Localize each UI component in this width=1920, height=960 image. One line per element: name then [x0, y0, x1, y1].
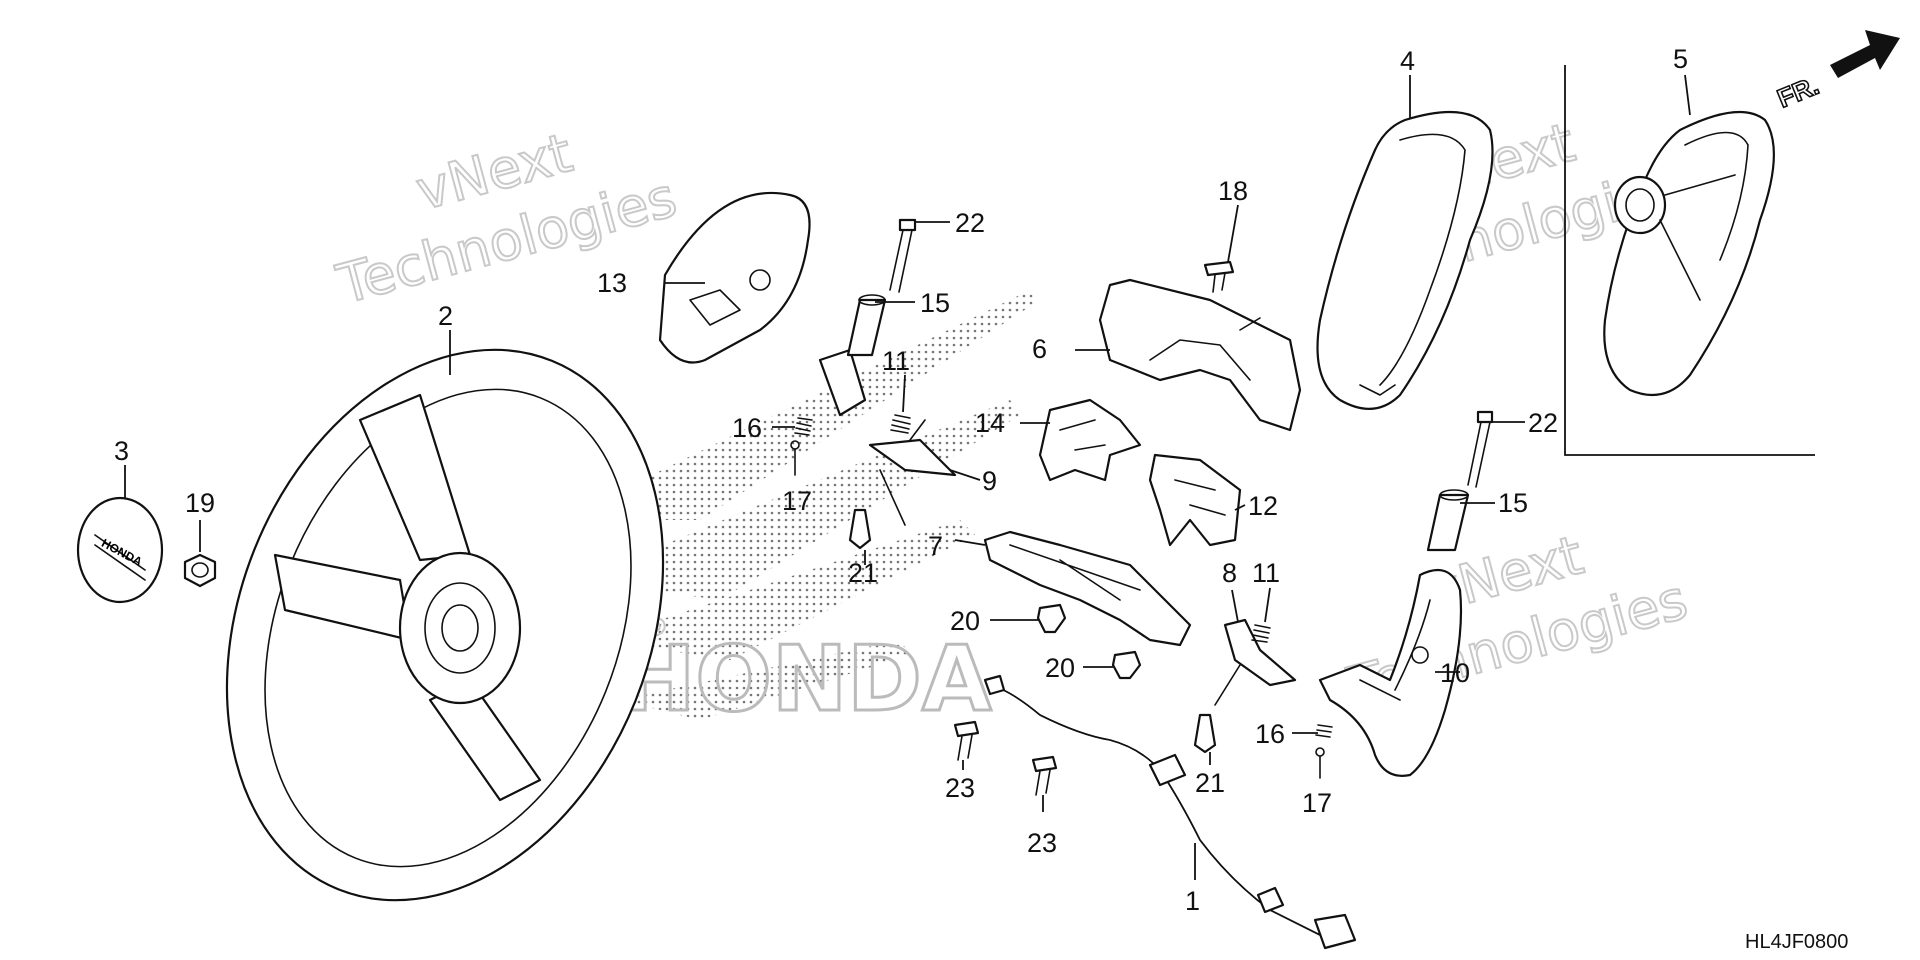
callout-21-right: 21: [1195, 768, 1225, 798]
callout-3: 3: [114, 436, 129, 466]
bolt-23-left-part: [953, 720, 980, 761]
callout-2: 2: [438, 301, 453, 331]
callout-23-left: 23: [945, 773, 975, 803]
lower-bracket-7-part: [983, 530, 1192, 647]
diagram-code: HL4JF0800: [1745, 931, 1848, 953]
wire-harness-part: [983, 674, 1357, 950]
bracket-14-part: [1038, 398, 1142, 482]
column-cover-part: [1098, 278, 1302, 432]
callout-15-left: 15: [920, 288, 950, 318]
callout-22-right: 22: [1528, 408, 1558, 438]
callout-18: 18: [1218, 176, 1248, 206]
callout-4: 4: [1400, 46, 1415, 76]
leader-lines: [124, 74, 1691, 880]
front-direction-label: FR.: [1773, 70, 1823, 114]
pad-cover-4-part: [1316, 110, 1494, 410]
left-switch-cover-part: [658, 191, 867, 417]
callout-19: 19: [185, 488, 215, 518]
callout-11-left: 11: [882, 346, 910, 376]
right-switch-cover-part: [1318, 568, 1463, 777]
callout-11-right: 11: [1252, 558, 1280, 588]
callout-13: 13: [597, 268, 627, 298]
callout-6: 6: [1032, 334, 1047, 364]
clip-21-right-part: [1193, 713, 1217, 754]
screw-18-part: [1203, 260, 1235, 293]
clip-20-right-part: [1111, 650, 1142, 680]
callout-5: 5: [1673, 44, 1688, 74]
spring-16-right-part: [1315, 724, 1333, 738]
callout-9: 9: [982, 466, 997, 496]
callout-10: 10: [1440, 658, 1470, 688]
callout-20-left: 20: [950, 606, 980, 636]
collar-15-right-part: [1426, 489, 1470, 552]
inset-frame: [1564, 65, 1815, 456]
bracket-12-part: [1148, 453, 1242, 547]
emblem-cap-part: HONDA: [76, 496, 164, 604]
spring-16-left-part: [794, 417, 813, 436]
clip-20-left-part: [1036, 603, 1067, 634]
spring-11-left-part: [890, 414, 911, 434]
pad-cover-5-part: [1603, 110, 1775, 397]
bolt-22-left-part: [889, 218, 917, 293]
collar-15-left-part: [846, 294, 887, 357]
callout-16-left: 16: [732, 413, 762, 443]
callout-17-right: 17: [1302, 788, 1332, 818]
bolt-22-right-part: [1467, 410, 1494, 488]
nut-part: [183, 553, 217, 588]
bolt-23-right-part: [1031, 755, 1058, 796]
callout-21-left: 21: [848, 558, 878, 588]
pin-17-right-part: [1315, 747, 1325, 779]
callout-1: 1: [1185, 886, 1200, 916]
spring-11-right-part: [1251, 624, 1271, 643]
pin-17-left-part: [790, 440, 800, 476]
clip-21-left-part: [848, 508, 872, 550]
honda-wing-background: HONDA: [560, 290, 1040, 734]
callout-7: 7: [928, 531, 943, 561]
switch-lever-9-part: [868, 419, 957, 526]
callout-17-left: 17: [782, 486, 812, 516]
callout-16-right: 16: [1255, 719, 1285, 749]
lever-bracket-8-part: [1214, 618, 1297, 706]
svg-text:HONDA: HONDA: [620, 627, 992, 732]
callout-22-left: 22: [955, 208, 985, 238]
callout-14: 14: [975, 408, 1005, 438]
callout-15-right: 15: [1498, 488, 1528, 518]
callout-12: 12: [1248, 491, 1278, 521]
callout-20-right: 20: [1045, 653, 1075, 683]
callouts: 1 2 3 4 5 6 7 8 9 10 11 11 12 13 14 15 1…: [114, 44, 1688, 916]
front-direction-arrow: FR.: [1772, 30, 1900, 114]
callout-8: 8: [1222, 558, 1237, 588]
steering-wheel-part: [225, 348, 665, 902]
callout-23-right: 23: [1027, 828, 1057, 858]
